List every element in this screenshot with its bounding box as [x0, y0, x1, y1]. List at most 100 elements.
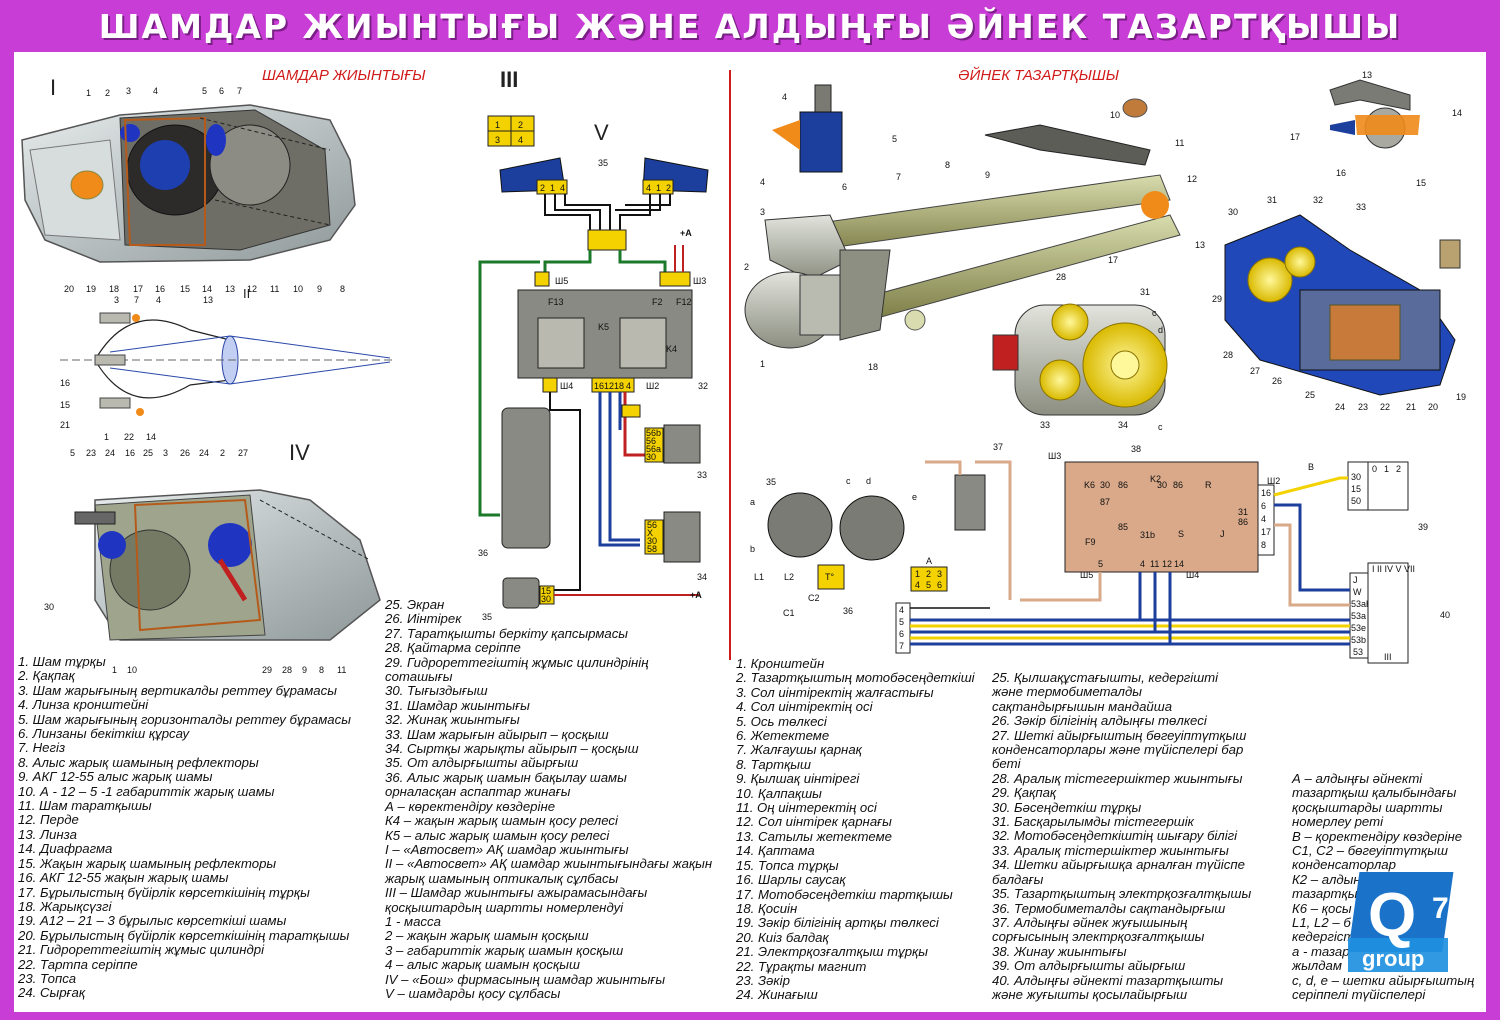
- legend-item: 16. Шарлы саусақ: [736, 872, 846, 888]
- legend-item: 32. Мотобәсеңдеткіштің шығару білігі: [992, 828, 1238, 844]
- legend-item: 33. Шам жарығын айырып – қосқыш: [385, 726, 609, 742]
- legend-item: 28. Аралық тістегершіктер жиынтығы: [992, 770, 1243, 786]
- legend-item: III – Шамдар жиынтығы ажырамасындағы: [385, 885, 648, 901]
- legend-item: 31. Басқарылымды тістегершік: [992, 814, 1194, 830]
- legend-item: 35. От алдырғышты айырғыш: [385, 755, 579, 771]
- a-grid-2: 2: [926, 569, 931, 579]
- legend-item: қосқыштардың шартты номерлендуі: [385, 899, 624, 915]
- legend-item: 32. Жинақ жиынтығы: [385, 712, 520, 728]
- bottom-pin-4: 4: [899, 605, 904, 615]
- a-grid-label: A: [926, 556, 932, 566]
- callout-ii-7: 7: [134, 295, 139, 305]
- callout-g-33: 33: [1040, 420, 1050, 430]
- legend-item: 21. Гидрореттегіштің жұмыс цилиндрі: [18, 942, 265, 958]
- callout-v-36: 36: [478, 548, 488, 558]
- legend-item: 4. Сол иінтіректің осі: [736, 699, 873, 715]
- callout-iv-1: 1: [112, 665, 117, 675]
- lights-section-title: ШАМДАР ЖИЫНТЫҒЫ: [262, 67, 426, 84]
- right-pin-17: 17: [1261, 527, 1271, 537]
- callout-m-21: 21: [1406, 402, 1416, 412]
- label-roman-v: V: [594, 120, 609, 145]
- switch-33-pin-56b: 56b: [646, 428, 661, 438]
- legend-item: В – қоректендіру көздеріне: [1292, 828, 1463, 844]
- switch-34-pin-30: 30: [647, 536, 657, 546]
- a-grid-3: 3: [937, 569, 942, 579]
- callout-iv-16: 16: [125, 448, 135, 458]
- callout-ii-21: 21: [60, 420, 70, 430]
- callout-i-9: 9: [317, 284, 322, 294]
- headlamp-i-callouts: 1 2 3 4 5 6 7 20 19 18 17 16 15 14 13 12…: [64, 86, 345, 294]
- switch40-pin-53ah: 53ah: [1351, 599, 1371, 609]
- legend-item: 11. Шам таратқышы: [18, 798, 152, 814]
- legend-item: 7. Негіз: [18, 740, 66, 756]
- callout-ii-1: 1: [104, 432, 109, 442]
- legend-item: сорғысының электрқозғалтқышы: [992, 929, 1205, 945]
- callout-g-28: 28: [1056, 272, 1066, 282]
- legend-item: қосқыштарды шартты: [1292, 799, 1443, 815]
- legend-item: тазартқыш: [1292, 886, 1369, 902]
- callout-w-11: 11: [1175, 138, 1184, 148]
- headlamp-iv-callouts: 5 23 24 16 25 3 26 24 2 27 30 1 10 29 28…: [44, 448, 346, 675]
- legend-item: 6. Жетектеме: [736, 728, 830, 744]
- supply-b: B: [1308, 462, 1314, 472]
- callout-w-10: 10: [1110, 110, 1120, 120]
- legend-item: а - тазар: [1292, 943, 1350, 959]
- switch40-roman: I II IV V VII: [1372, 564, 1415, 574]
- right-pin-6: 6: [1261, 501, 1266, 511]
- logo-number: 7: [1432, 892, 1449, 925]
- switch-v-pin-2: 2: [540, 183, 545, 193]
- wiper-section-title: ӘЙНЕК ТАЗАРТҚЫШЫ: [958, 67, 1120, 84]
- callout-w-2: 2: [744, 262, 749, 272]
- motor-callouts: 30 31 32 33 29 28 27 26 25 24 23 22 21 2…: [1212, 195, 1466, 412]
- legend-item: 1. Шам тұрқы: [18, 654, 106, 669]
- box-pin-12: 12: [1162, 559, 1172, 569]
- callout-iv-9: 9: [302, 665, 307, 675]
- callout-m-31: 31: [1267, 195, 1277, 205]
- logo-letter: Q: [1368, 881, 1416, 950]
- callout-w-3: 3: [760, 207, 765, 217]
- callout-iv-30: 30: [44, 602, 54, 612]
- legend-item: және термобиметалды: [992, 684, 1142, 700]
- legend-item: 29. Гидрореттегіштің жұмыс цилиндрінің: [385, 654, 649, 670]
- right-pin-16: 16: [1261, 488, 1271, 498]
- callout-m-23: 23: [1358, 402, 1368, 412]
- legend-item: 27. Шеткі айырғыштың бөгеуіптүтқыш: [992, 727, 1247, 743]
- gearbox-callouts: 28 31 c d 33 34 c: [1040, 272, 1163, 432]
- callout-w-4: 4: [782, 92, 787, 102]
- legend-item: 20. Киіз балдақ: [736, 929, 829, 945]
- k6-pin-87: 87: [1100, 497, 1110, 507]
- callout-ii-15: 15: [60, 400, 70, 410]
- bottom-pin-5: 5: [899, 617, 904, 627]
- k6-pin-86: 86: [1118, 480, 1128, 490]
- callout-ii-3: 3: [114, 295, 119, 305]
- a-grid-5: 5: [926, 580, 931, 590]
- legend-item: 20. Бұрылыстың бүйірлік көрсеткішінің та…: [18, 927, 350, 943]
- label-roman-iv: IV: [289, 440, 310, 465]
- bottom-pin-7: 7: [899, 641, 904, 651]
- switch-33-pin-56a: 56a: [646, 444, 661, 454]
- legend-item: 24. Жинағыш: [736, 987, 818, 1003]
- relay-k6: K6: [1084, 480, 1095, 490]
- optical-scheme-callouts: 3 7 4 13 16 15 21 1 22 14: [60, 295, 213, 442]
- legend-item: 8. Алыс жарық шамының рефлекторы: [18, 754, 259, 770]
- legend-item: 4 – алыс жарық шамын қосқыш: [385, 957, 580, 973]
- callout-m-26: 26: [1272, 376, 1282, 386]
- relay-block-f12: F12: [676, 297, 692, 307]
- coil-l1: L1: [754, 572, 764, 582]
- wiper-circuit-diagram: 35 a b c d e L1 L2 C1 C2 T° 36 A 1 2 3 4…: [750, 442, 1450, 664]
- legend-item: V – шамдарды қосу сұлбасы: [385, 985, 561, 1001]
- callout-m-30: 30: [1228, 207, 1238, 217]
- thermo-fuse-t: T°: [825, 572, 834, 582]
- block-sh5: Ш5: [1080, 570, 1093, 580]
- q7-group-logo: Q 7 group: [1348, 872, 1454, 972]
- legend-item: c, d, e – шетки айырғыштың: [1292, 972, 1475, 988]
- legend-item: 2 – жақын жарық шамын қосқыш: [385, 928, 589, 944]
- legend-item: 19. Зәкір білігінің артқы төлкесі: [736, 915, 939, 931]
- callout-k-17: 17: [1290, 132, 1300, 142]
- callout-g-c: c: [1152, 308, 1157, 318]
- legend-item: 1. Кронштейн: [736, 656, 825, 671]
- relay-block-f2: F2: [652, 297, 663, 307]
- callout-i-11: 11: [270, 284, 279, 294]
- legend-item: 12. Сол иінтірек қарнағы: [736, 814, 892, 830]
